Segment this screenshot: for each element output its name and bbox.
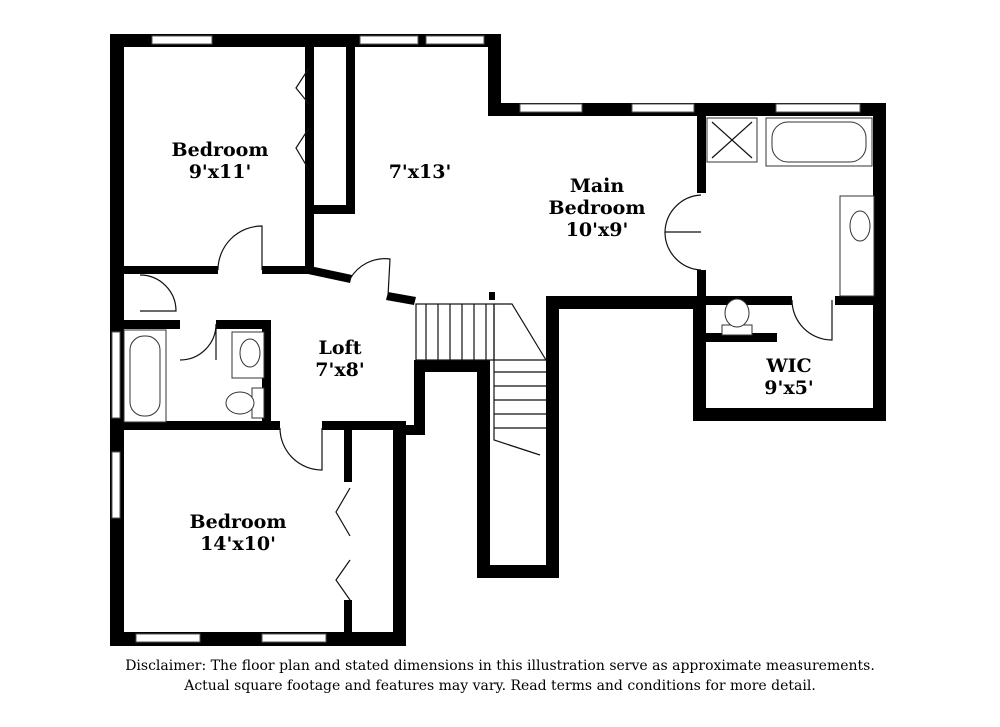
window bbox=[111, 331, 121, 419]
loft-size: 7'x8' bbox=[315, 359, 364, 381]
window bbox=[775, 103, 861, 113]
main-bedroom-name-1: Main bbox=[570, 175, 625, 197]
main-bedroom-size: 10'x9' bbox=[566, 219, 629, 241]
disclaimer-line-2: Actual square footage and features may v… bbox=[184, 678, 816, 694]
bedroom-2-size: 14'x10' bbox=[200, 533, 276, 555]
room-7x13-size: 7'x13' bbox=[389, 161, 452, 183]
window bbox=[519, 103, 583, 113]
disclaimer-line-1: Disclaimer: The floor plan and stated di… bbox=[125, 658, 875, 674]
window bbox=[111, 451, 121, 519]
wic-name: WIC bbox=[765, 355, 811, 377]
bedroom-1-size: 9'x11' bbox=[189, 161, 252, 183]
window bbox=[631, 103, 695, 113]
window bbox=[261, 633, 327, 643]
main-bedroom-name-2: Bedroom bbox=[549, 197, 646, 219]
window bbox=[135, 633, 201, 643]
loft-name: Loft bbox=[319, 337, 362, 359]
vanity bbox=[839, 195, 875, 297]
wic-size: 9'x5' bbox=[764, 377, 813, 399]
interior-walls bbox=[110, 44, 886, 636]
windows bbox=[111, 35, 861, 643]
bedroom-2-name: Bedroom bbox=[190, 511, 287, 533]
room-labels: Bedroom 9'x11' 7'x13' Main Bedroom 10'x9… bbox=[172, 139, 814, 555]
bathtub-basin bbox=[129, 335, 161, 417]
doors bbox=[139, 67, 833, 601]
stairs bbox=[415, 303, 547, 456]
window bbox=[425, 35, 485, 45]
fixtures bbox=[123, 117, 875, 423]
window bbox=[151, 35, 213, 45]
window bbox=[359, 35, 419, 45]
bedroom-1-name: Bedroom bbox=[172, 139, 269, 161]
